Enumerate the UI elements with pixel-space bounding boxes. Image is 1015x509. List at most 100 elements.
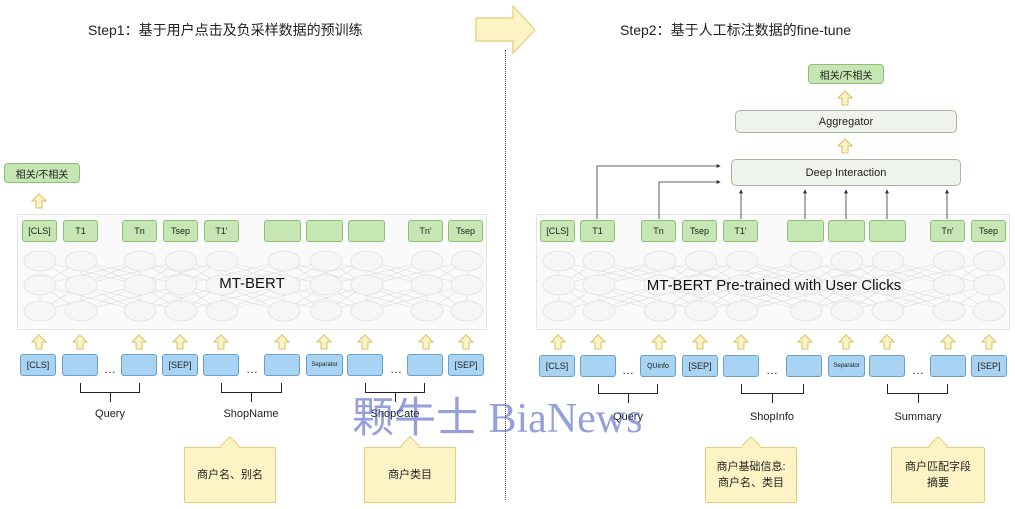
bert-node bbox=[542, 274, 576, 296]
step1-output-token-t1prime: T1' bbox=[204, 220, 239, 242]
bert-node bbox=[64, 300, 98, 322]
ellipsis: … bbox=[622, 363, 634, 377]
bert-node bbox=[582, 300, 616, 322]
bert-node bbox=[725, 300, 759, 322]
step1-input-token-sep: [SEP] bbox=[448, 354, 484, 376]
callout-text: 商户基础信息: 商户名、类目 bbox=[716, 461, 786, 489]
bert-network-lines bbox=[542, 250, 1006, 322]
step1-output-token-tsep: Tsep bbox=[448, 220, 483, 242]
up-arrow-icon bbox=[458, 334, 474, 350]
step2-input-token-quinfo: QUinfo bbox=[640, 355, 676, 377]
bert-node bbox=[205, 274, 239, 296]
step1-title: Step1：基于用户点击及负采样数据的预训练 bbox=[88, 22, 363, 38]
shopcate-bracket bbox=[395, 393, 396, 402]
step2-output-token-t1: T1 bbox=[580, 220, 615, 242]
callout-text: 商户类目 bbox=[388, 469, 432, 481]
bert-node bbox=[932, 300, 966, 322]
step2-output-token-t1prime: T1' bbox=[723, 220, 758, 242]
bert-node bbox=[205, 250, 239, 272]
query-bracket bbox=[110, 393, 111, 402]
bert-node bbox=[23, 300, 57, 322]
bert-node bbox=[643, 300, 677, 322]
attention-edge bbox=[221, 284, 327, 312]
attention-edge bbox=[80, 284, 182, 312]
attention-edge bbox=[325, 260, 428, 286]
attention-edge bbox=[325, 284, 428, 312]
step2-input-token-cls: [CLS] bbox=[539, 355, 575, 377]
attention-edge bbox=[366, 260, 468, 286]
shopinfo-bracket bbox=[741, 384, 804, 394]
attention-edge bbox=[558, 284, 661, 312]
attention-edge bbox=[700, 284, 807, 312]
step2-input-token-summary bbox=[930, 355, 966, 377]
up-arrow-icon bbox=[274, 334, 290, 350]
step2-output-token-tnprime: Tn' bbox=[930, 220, 965, 242]
step2-output-token-tn: Tn bbox=[641, 220, 676, 242]
summary-bracket bbox=[887, 384, 948, 394]
attention-edge bbox=[741, 260, 848, 286]
step2-input-token-query bbox=[580, 355, 616, 377]
bert-node bbox=[789, 300, 823, 322]
step2-input-token-summary bbox=[869, 355, 905, 377]
bert-node bbox=[972, 274, 1006, 296]
bert-node bbox=[410, 300, 444, 322]
query-bracket bbox=[628, 394, 629, 403]
attention-edge bbox=[741, 284, 848, 312]
attention-edge bbox=[180, 260, 285, 286]
attention-edge bbox=[846, 260, 950, 286]
bert-node bbox=[350, 250, 384, 272]
bert-node bbox=[684, 250, 718, 272]
ellipsis: … bbox=[390, 362, 402, 376]
bert-node bbox=[972, 300, 1006, 322]
bert-node bbox=[871, 274, 905, 296]
bert-node bbox=[871, 250, 905, 272]
step1-group-label-shopcate: ShopCate bbox=[370, 408, 420, 420]
watermark-logo: 颗牛士 BiaNews bbox=[352, 396, 643, 442]
ellipsis: … bbox=[766, 363, 778, 377]
step1-group-label-shopname: ShopName bbox=[223, 408, 279, 420]
attention-edge bbox=[887, 284, 990, 312]
step1-output-token-tnprime: Tn' bbox=[408, 220, 443, 242]
step2-output-token-tsep: Tsep bbox=[971, 220, 1006, 242]
up-arrow-icon bbox=[733, 334, 749, 350]
bert-node bbox=[123, 250, 157, 272]
bert-node bbox=[582, 250, 616, 272]
step2-output-token-blank bbox=[828, 220, 865, 242]
step1-output-token-blank bbox=[306, 220, 343, 242]
ellipsis: … bbox=[104, 362, 116, 376]
bert-node bbox=[309, 300, 343, 322]
bert-node bbox=[164, 300, 198, 322]
bert-node bbox=[643, 250, 677, 272]
bert-node bbox=[932, 274, 966, 296]
attention-edge bbox=[558, 260, 661, 286]
up-arrow-icon bbox=[31, 334, 47, 350]
attention-edge bbox=[887, 260, 990, 286]
step1-input-token-shopcate bbox=[407, 354, 443, 376]
step2-callout-summary: 商户匹配字段 摘要 bbox=[891, 436, 985, 503]
up-arrow-icon bbox=[797, 334, 813, 350]
bert-node bbox=[267, 300, 301, 322]
bert-node bbox=[205, 300, 239, 322]
step2-input-token-shopinfo bbox=[786, 355, 822, 377]
step2-group-label-query: Query bbox=[613, 411, 643, 423]
step2-bert-box bbox=[536, 214, 1010, 330]
bert-node bbox=[725, 250, 759, 272]
bert-node bbox=[267, 274, 301, 296]
step2-input-token-separator: Separator bbox=[828, 355, 865, 377]
bert-node bbox=[871, 300, 905, 322]
up-arrow-icon bbox=[940, 334, 956, 350]
bert-node bbox=[267, 250, 301, 272]
step1-output-token-cls: [CLS] bbox=[22, 220, 57, 242]
bert-node bbox=[164, 250, 198, 272]
bert-node bbox=[725, 274, 759, 296]
up-arrow-icon bbox=[31, 193, 47, 209]
step1-input-token-shopcate bbox=[347, 354, 383, 376]
attention-edge bbox=[846, 284, 950, 312]
step1-callout-shopcate: 商户类目 bbox=[364, 436, 456, 503]
up-arrow-icon bbox=[590, 334, 606, 350]
step1-output-token-tn: Tn bbox=[122, 220, 157, 242]
up-arrow-icon bbox=[316, 334, 332, 350]
step1-output-label: 相关/不相关 bbox=[4, 163, 80, 183]
step1-input-token-cls: [CLS] bbox=[20, 354, 56, 376]
step2-output-token-blank bbox=[787, 220, 824, 242]
